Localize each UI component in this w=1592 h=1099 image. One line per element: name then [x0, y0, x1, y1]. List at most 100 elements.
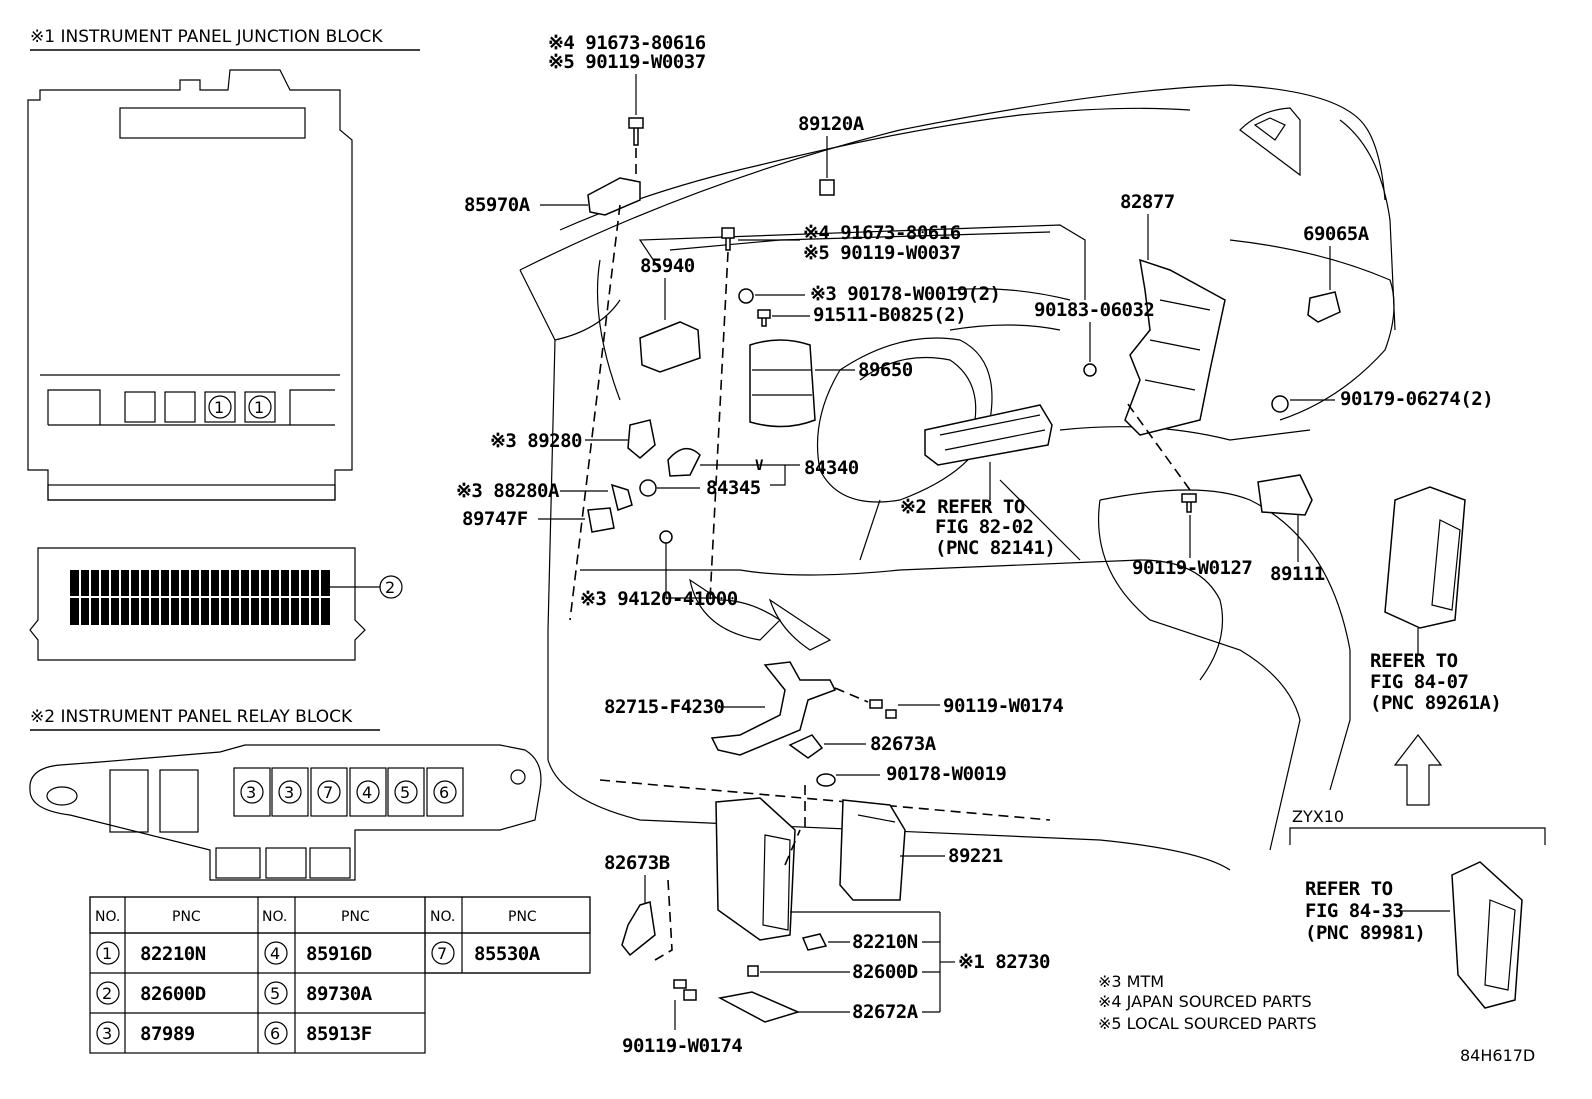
table-cell-no: 1 — [102, 944, 112, 963]
part-90178-2: ※3 90178-W0019(2) — [738, 283, 1001, 305]
part-85940: 85940 — [639, 255, 701, 373]
note-local: ※5 LOCAL SOURCED PARTS — [1098, 1014, 1317, 1033]
diagram-id: 84H617D — [1460, 1046, 1535, 1065]
table-cell-pnc: 85913F — [306, 1023, 372, 1045]
label-85970A: 85970A — [464, 194, 531, 216]
screw-icon — [721, 227, 735, 251]
table-cell-no: 4 — [270, 944, 280, 963]
label-88280A: ※3 88280A — [456, 480, 560, 502]
label-89221: 89221 — [948, 845, 1003, 867]
screw-top: ※4 91673-80616 ※5 90119-W0037 — [548, 32, 706, 175]
junction-block: ※1 INSTRUMENT PANEL JUNCTION BLOCK 1 1 — [27, 27, 420, 501]
part-94120: ※3 94120-41000 — [580, 530, 738, 610]
table-header-no: NO. — [262, 909, 287, 925]
label-mid-screw-2: ※5 90119-W0037 — [803, 242, 961, 264]
label-85940: 85940 — [640, 255, 695, 277]
table-cell-no: 7 — [437, 944, 447, 963]
label-refer-84-33-3: (PNC 89981) — [1305, 922, 1425, 944]
marker-2 — [379, 575, 403, 599]
notes: ※3 MTM ※4 JAPAN SOURCED PARTS ※5 LOCAL S… — [1098, 972, 1535, 1065]
label-82673A: 82673A — [870, 733, 937, 755]
relay-marker: 3 — [246, 783, 256, 802]
table-cell-pnc: 82600D — [140, 983, 206, 1005]
part-84340: 84340 84345 V — [639, 447, 859, 499]
relay-block-body — [29, 744, 542, 881]
relay-marker: 6 — [439, 783, 449, 802]
table-header-pnc: PNC — [172, 909, 201, 925]
relay-markers: 3 3 7 4 5 6 — [240, 780, 457, 804]
part-82600D: 82600D — [747, 961, 940, 983]
table-header-pnc: PNC — [341, 909, 370, 925]
svg-text:V: V — [755, 458, 764, 474]
part-90179: 90179-06274(2) — [1271, 388, 1494, 413]
label-90179: 90179-06274(2) — [1340, 388, 1493, 410]
marker-1a-label: 1 — [214, 398, 224, 417]
label-82877: 82877 — [1120, 191, 1175, 213]
arrow-up-icon — [1393, 734, 1443, 806]
label-84340: 84340 — [804, 457, 859, 479]
label-82672A: 82672A — [852, 1001, 919, 1023]
label-zyx10: ZYX10 — [1292, 807, 1344, 826]
table-cell-pnc: 87989 — [140, 1023, 195, 1045]
label-mid-screw-1: ※4 91673-80616 — [803, 222, 961, 244]
part-90178: 90178-W0019 — [804, 763, 1007, 830]
part-69065A: 69065A — [1303, 223, 1370, 323]
part-zyx10: ZYX10 REFER TO FIG 84-33 (PNC 89981) — [1289, 807, 1546, 1009]
table-cell-pnc: 85530A — [474, 943, 541, 965]
marker-1b — [248, 395, 272, 419]
part-82673A: 82673A — [788, 733, 937, 759]
part-82673B: 82673B — [604, 852, 673, 961]
label-90119-W0174a: 90119-W0174 — [943, 695, 1063, 717]
label-90119-W0174b: 90119-W0174 — [622, 1035, 742, 1057]
label-90178: 90178-W0019 — [886, 763, 1006, 785]
screw-icon — [628, 117, 644, 146]
part-82715: 82715-F4230 — [604, 661, 869, 756]
junction-block-body — [27, 69, 353, 501]
relay-marker: 7 — [323, 783, 333, 802]
junction-block-title: ※1 INSTRUMENT PANEL JUNCTION BLOCK — [30, 27, 383, 47]
label-82673B: 82673B — [604, 852, 670, 874]
part-82672A: 82672A — [717, 991, 940, 1023]
label-refer-84-33-1: REFER TO — [1305, 878, 1393, 900]
label-91511: 91511-B0825(2) — [813, 304, 966, 326]
part-89111: 89111 — [1257, 474, 1325, 585]
table-cell-pnc: 85916D — [306, 943, 372, 965]
label-refer-84-07-1: REFER TO — [1370, 650, 1458, 672]
relay-marker: 4 — [362, 783, 372, 802]
part-89747F: 89747F — [462, 507, 615, 533]
relay-marker: 5 — [400, 783, 410, 802]
marker-1a — [208, 395, 232, 419]
relay-block: ※2 INSTRUMENT PANEL RELAY BLOCK 3 3 7 4 … — [29, 707, 542, 881]
label-89120A: 89120A — [798, 113, 865, 135]
part-88280A: ※3 88280A — [456, 480, 633, 511]
label-refer-84-33-2: FIG 84-33 — [1305, 900, 1404, 922]
label-refer-82-3: (PNC 82141) — [935, 537, 1055, 559]
label-90178-2: ※3 90178-W0019(2) — [810, 283, 1000, 305]
dashboard-outline — [519, 84, 1396, 871]
part-90183: 90183-06032 — [1034, 299, 1155, 377]
label-89280: ※3 89280 — [490, 430, 582, 452]
label-82600D: 82600D — [852, 961, 918, 983]
screw-mid: ※4 91673-80616 ※5 90119-W0037 — [709, 222, 961, 601]
junction-label-plate — [119, 107, 306, 139]
relay-block-title: ※2 INSTRUMENT PANEL RELAY BLOCK — [30, 707, 353, 727]
part-82877: 82877 — [1120, 191, 1226, 436]
part-91511: 91511-B0825(2) — [757, 304, 967, 327]
table-cell-no: 3 — [102, 1024, 112, 1043]
label-82730: ※1 82730 — [958, 951, 1050, 973]
note-japan: ※4 JAPAN SOURCED PARTS — [1098, 992, 1312, 1011]
table-cell-no: 2 — [102, 984, 112, 1003]
label-top-screw-2: ※5 90119-W0037 — [548, 51, 706, 73]
part-89221: 89221 — [839, 799, 1003, 901]
label-94120: ※3 94120-41000 — [580, 588, 738, 610]
label-refer-84-07-2: FIG 84-07 — [1370, 671, 1469, 693]
label-82715: 82715-F4230 — [604, 696, 724, 718]
label-89747F: 89747F — [462, 508, 528, 530]
note-mtm: ※3 MTM — [1098, 972, 1164, 991]
table-cell-pnc: 82210N — [140, 943, 206, 965]
label-89650: 89650 — [858, 359, 913, 381]
marker-2-label: 2 — [385, 578, 395, 597]
table-header-no: NO. — [95, 909, 120, 925]
table-header-no: NO. — [430, 909, 455, 925]
